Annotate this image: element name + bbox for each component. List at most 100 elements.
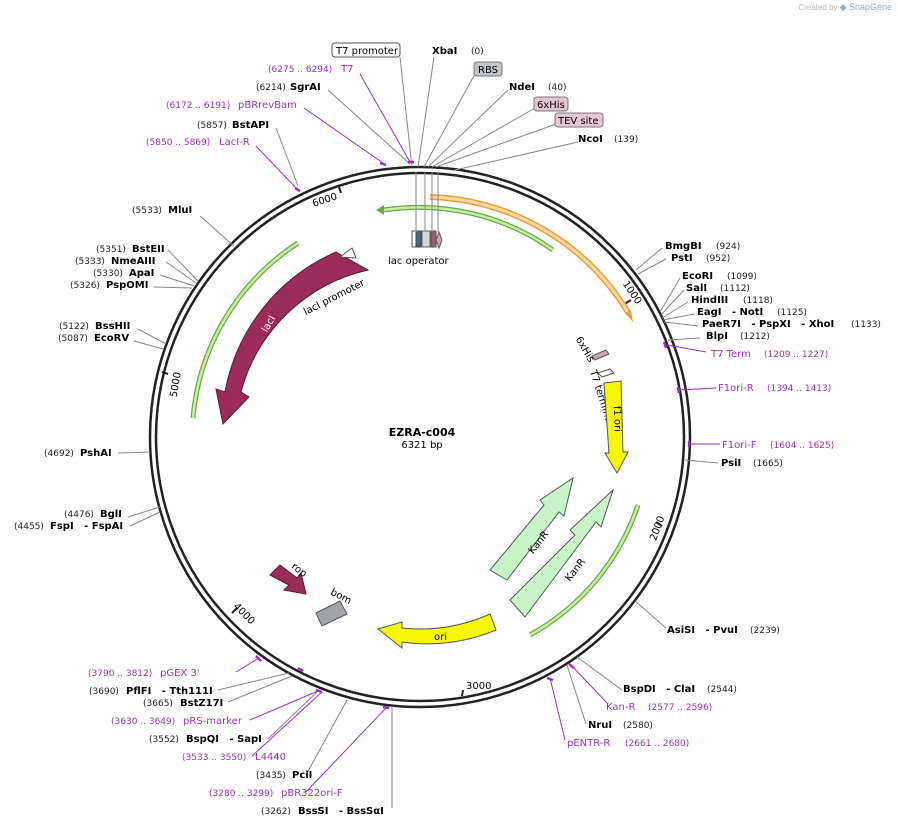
svg-text:T7 Term: T7 Term bbox=[710, 349, 751, 360]
svg-text:NcoI: NcoI bbox=[578, 134, 603, 145]
svg-text:(3552): (3552) bbox=[149, 735, 179, 745]
primer-pbr322ori-f: (3280 .. 3299)pBR322ori-F bbox=[209, 788, 343, 799]
svg-text:NdeI: NdeI bbox=[509, 82, 535, 93]
svg-text:(5351): (5351) bbox=[96, 245, 126, 255]
rbs-box: RBS bbox=[473, 61, 503, 77]
svg-text:PaeR7I - PspXI - XhoI: PaeR7I - PspXI - XhoI bbox=[702, 319, 834, 330]
svg-text:AsiSI - PvuI: AsiSI - PvuI bbox=[667, 625, 738, 636]
svg-text:T7: T7 bbox=[340, 64, 353, 75]
tick-5000: 5000 bbox=[169, 371, 184, 398]
enzyme-psti: PstI(952) bbox=[671, 253, 730, 264]
svg-text:(3690): (3690) bbox=[89, 687, 119, 697]
enzyme-ndei: NdeI (40) bbox=[509, 82, 566, 93]
primer-f1ori-f: F1ori-F(1604 .. 1625) bbox=[722, 440, 834, 451]
svg-text:BstZ17I: BstZ17I bbox=[180, 698, 223, 709]
svg-text:(5087): (5087) bbox=[58, 334, 88, 344]
svg-text:F1ori-R: F1ori-R bbox=[718, 383, 754, 394]
enzyme-eagi-noti: EagI - NotI(1125) bbox=[697, 307, 807, 318]
svg-text:BglI: BglI bbox=[100, 509, 122, 520]
enzyme-mlui: (5533)MluI bbox=[132, 205, 192, 216]
watermark-brand: SnapGene bbox=[848, 2, 892, 12]
primer-pbrrevbam: (6172 .. 6191) pBRrevBam bbox=[166, 100, 297, 111]
svg-text:pBRrevBam: pBRrevBam bbox=[238, 100, 297, 111]
enzyme-bmgbi: BmgBI(924) bbox=[665, 241, 740, 252]
svg-text:(5850 .. 5869): (5850 .. 5869) bbox=[146, 138, 210, 148]
svg-text:(952): (952) bbox=[706, 254, 730, 264]
enzyme-pshai: (4692)PshAI bbox=[44, 448, 112, 459]
svg-text:(1394 .. 1413): (1394 .. 1413) bbox=[767, 384, 831, 394]
tev-site-label: TEV site bbox=[557, 116, 599, 127]
enzyme-bgli: (4476) BglI bbox=[64, 509, 122, 520]
svg-text:(5122): (5122) bbox=[59, 322, 89, 332]
svg-text:(2577 .. 2596): (2577 .. 2596) bbox=[648, 703, 712, 713]
laci-feature: lacI lacI promoter bbox=[215, 247, 370, 426]
plasmid-name: EZRA-c004 bbox=[389, 426, 456, 439]
enzyme-nmeaiii: (5333)NmeAIII bbox=[75, 256, 155, 267]
rop-feature: rop bbox=[269, 561, 309, 595]
svg-text:pGEX 3': pGEX 3' bbox=[160, 668, 200, 679]
enzyme-pcii: (3435)PciI bbox=[256, 770, 312, 781]
primer-labels: (6275 .. 6294)T7 (6172 .. 6191) pBRrevBam… bbox=[88, 64, 834, 799]
enzyme-bsteii: (5351)BstEII bbox=[96, 244, 165, 255]
sixxhis-box: 6xHis bbox=[533, 96, 569, 112]
svg-text:EagI - NotI: EagI - NotI bbox=[697, 307, 763, 318]
sixxhis-box-label: 6xHis bbox=[537, 100, 565, 111]
svg-text:(2239): (2239) bbox=[750, 626, 780, 636]
svg-text:BssSI - BssSαI: BssSI - BssSαI bbox=[298, 806, 384, 817]
enzyme-hindiii: HindIII(1118) bbox=[691, 295, 773, 306]
svg-text:(5857): (5857) bbox=[197, 121, 227, 131]
sixxhis-feature-label: 6xHis bbox=[573, 335, 596, 365]
svg-text:(5326): (5326) bbox=[70, 281, 100, 291]
f1-ori-label: f1 ori bbox=[611, 406, 623, 432]
svg-text:XbaI: XbaI bbox=[432, 46, 457, 57]
svg-text:(1209 .. 1227): (1209 .. 1227) bbox=[764, 350, 828, 360]
lac-operator-region: lac operator bbox=[388, 230, 449, 267]
lac-operator-label: lac operator bbox=[388, 256, 449, 267]
primer-t7: (6275 .. 6294)T7 bbox=[268, 64, 353, 75]
svg-text:MluI: MluI bbox=[168, 205, 192, 216]
primer-laci-r: (5850 .. 5869)LacI-R bbox=[146, 137, 250, 148]
svg-text:(924): (924) bbox=[716, 242, 740, 252]
svg-text:BspQI - SapI: BspQI - SapI bbox=[186, 734, 262, 745]
svg-text:PshAI: PshAI bbox=[80, 448, 112, 459]
enzyme-bsshii: (5122) BssHII bbox=[59, 321, 130, 332]
primer-lines bbox=[235, 73, 720, 793]
enzyme-psii: PsiI(1665) bbox=[721, 458, 783, 469]
svg-text:pENTR-R: pENTR-R bbox=[567, 738, 610, 749]
svg-text:(6172 .. 6191): (6172 .. 6191) bbox=[166, 101, 230, 111]
svg-text:NmeAIII: NmeAIII bbox=[111, 256, 155, 267]
backbone-outer bbox=[148, 165, 692, 709]
primer-f1ori-r: F1ori-R (1394 .. 1413) bbox=[718, 383, 831, 394]
enzyme-apai: (5330)ApaI bbox=[93, 268, 154, 279]
svg-text:BssHII: BssHII bbox=[95, 321, 130, 332]
primer-l4440: (3533 .. 3550)L4440 bbox=[182, 752, 286, 763]
svg-text:(5330): (5330) bbox=[93, 269, 123, 279]
svg-text:PciI: PciI bbox=[292, 770, 312, 781]
svg-text:SgrAI: SgrAI bbox=[290, 82, 321, 93]
ezra-cds-arc bbox=[429, 194, 632, 316]
svg-text:(1118): (1118) bbox=[743, 296, 773, 306]
svg-text:(2580): (2580) bbox=[623, 721, 653, 731]
svg-text:(2661 .. 2680): (2661 .. 2680) bbox=[625, 739, 689, 749]
enzyme-ecori: EcoRI(1099) bbox=[682, 271, 757, 282]
svg-text:(4476): (4476) bbox=[64, 510, 94, 520]
svg-text:EcoRI: EcoRI bbox=[682, 271, 713, 282]
t7-promoter-label: T7 promoter bbox=[335, 46, 399, 57]
primer-ticks bbox=[255, 160, 691, 710]
svg-text:(3533 .. 3550): (3533 .. 3550) bbox=[182, 753, 246, 763]
svg-text:BspDI - ClaI: BspDI - ClaI bbox=[623, 684, 695, 695]
primer-kan-r: Kan-R(2577 .. 2596) bbox=[606, 702, 712, 713]
svg-text:PspOMI: PspOMI bbox=[106, 280, 148, 291]
svg-text:(4455): (4455) bbox=[14, 522, 44, 532]
enzyme-asisi-pvui: AsiSI - PvuI (2239) bbox=[667, 625, 780, 636]
svg-text:NruI: NruI bbox=[588, 720, 612, 731]
enzyme-sgrai: (6214)SgrAI bbox=[256, 82, 321, 93]
svg-text:(40): (40) bbox=[548, 83, 566, 93]
primer-t7-term: T7 Term (1209 .. 1227) bbox=[710, 349, 828, 360]
svg-text:(3790 .. 3812): (3790 .. 3812) bbox=[88, 669, 152, 679]
svg-text:F1ori-F: F1ori-F bbox=[722, 440, 757, 451]
enzyme-bspqi-sapi: (3552) BspQI - SapI bbox=[149, 734, 262, 745]
enzyme-ncoi: NcoI(139) bbox=[578, 134, 638, 145]
enzyme-ecorv: (5087)EcoRV bbox=[58, 333, 129, 344]
